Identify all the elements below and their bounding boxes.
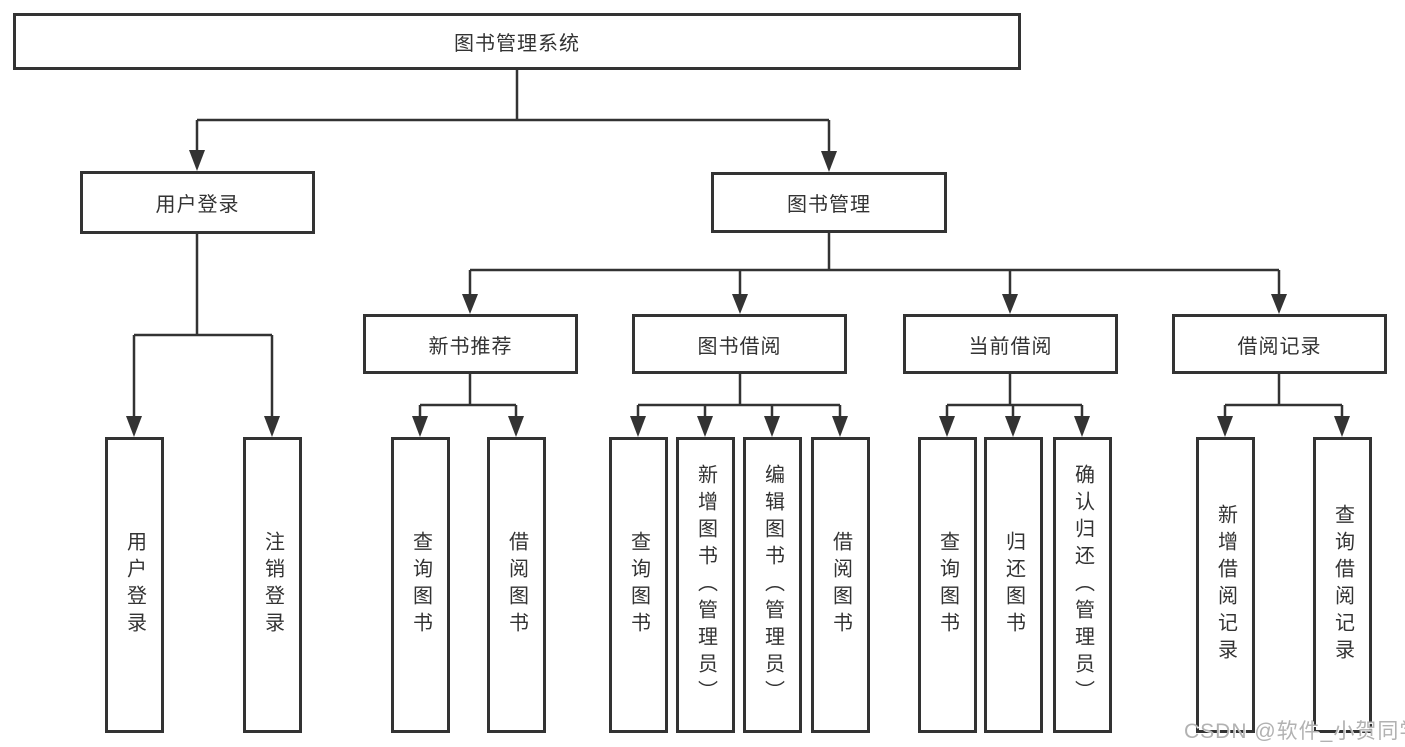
leaf-borrow-book-under-borrowing: 借阅图书 [811, 437, 870, 733]
leaf-query-book-under-current-label: 查询图书 [936, 531, 959, 639]
node-user-login: 用户登录 [80, 171, 315, 234]
node-new-book-recommend-label: 新书推荐 [428, 335, 513, 358]
leaf-borrow-book-under-recommend-label: 借阅图书 [505, 531, 528, 639]
leaf-query-book-under-borrowing: 查询图书 [609, 437, 668, 733]
leaf-query-book-under-recommend: 查询图书 [391, 437, 450, 733]
leaf-query-borrow-record: 查询借阅记录 [1313, 437, 1372, 733]
node-borrow-records-label: 借阅记录 [1237, 335, 1322, 358]
node-current-borrowing: 当前借阅 [903, 314, 1118, 374]
leaf-logout: 注销登录 [243, 437, 302, 733]
leaf-query-book-under-current: 查询图书 [918, 437, 977, 733]
leaf-return-book: 归还图书 [984, 437, 1043, 733]
leaf-confirm-return-admin: 确认归还（管理员） [1053, 437, 1112, 733]
leaf-add-book-admin: 新增图书（管理员） [676, 437, 735, 733]
leaf-edit-book-admin: 编辑图书（管理员） [743, 437, 802, 733]
node-user-login-label: 用户登录 [155, 194, 240, 216]
leaf-query-book-under-recommend-label: 查询图书 [409, 531, 432, 639]
csdn-watermark: CSDN @软件_小贺同学 [1184, 720, 1405, 743]
node-new-book-recommend: 新书推荐 [363, 314, 578, 374]
leaf-user-login: 用户登录 [105, 437, 164, 733]
node-book-management-label: 图书管理 [787, 194, 871, 216]
node-book-management: 图书管理 [711, 172, 947, 233]
node-book-borrowing-label: 图书借阅 [697, 335, 782, 358]
leaf-add-borrow-record: 新增借阅记录 [1196, 437, 1255, 733]
node-root-system: 图书管理系统 [13, 13, 1021, 70]
leaf-borrow-book-under-borrowing-label: 借阅图书 [829, 531, 852, 639]
leaf-user-login-label: 用户登录 [123, 531, 146, 639]
node-borrow-records: 借阅记录 [1172, 314, 1387, 374]
leaf-add-book-admin-label: 新增图书（管理员） [694, 463, 717, 707]
leaf-add-borrow-record-label: 新增借阅记录 [1214, 504, 1237, 666]
node-root-system-label: 图书管理系统 [454, 33, 580, 55]
leaf-query-borrow-record-label: 查询借阅记录 [1331, 504, 1354, 666]
leaf-borrow-book-under-recommend: 借阅图书 [487, 437, 546, 733]
leaf-confirm-return-admin-label: 确认归还（管理员） [1071, 463, 1094, 707]
node-book-borrowing: 图书借阅 [632, 314, 847, 374]
leaf-return-book-label: 归还图书 [1002, 531, 1025, 639]
arrowheads [126, 150, 1350, 437]
leaf-logout-label: 注销登录 [261, 531, 284, 639]
node-current-borrowing-label: 当前借阅 [968, 335, 1053, 358]
leaf-edit-book-admin-label: 编辑图书（管理员） [761, 463, 784, 707]
leaf-query-book-under-borrowing-label: 查询图书 [627, 531, 650, 639]
